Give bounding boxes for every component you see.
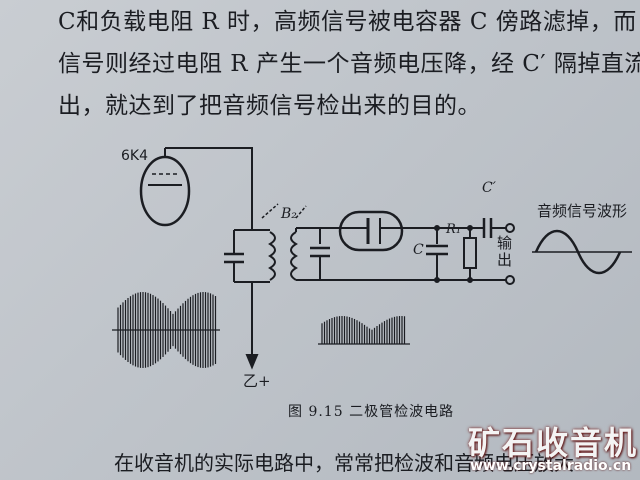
modulated-rf-waveform (112, 292, 220, 368)
watermark-url: www.crystalradio.cn (470, 458, 632, 474)
tube-label: 6K4 (121, 148, 148, 164)
transformer-label: B₂ (281, 206, 297, 222)
output-label-1: 输 (497, 234, 513, 252)
tube-6k4-envelope (139, 155, 191, 227)
capacitor-c-prime-label: C′ (482, 180, 496, 196)
diode-tube-envelope (338, 210, 404, 252)
supply-label: 乙+ (243, 372, 271, 390)
body-text-line-3: 出，就达到了把音频信号检出来的目的。 (58, 93, 481, 119)
resistor-r1-label: R₁ (446, 222, 461, 237)
audio-sine-wave (534, 230, 622, 274)
body-text-bottom: 在收音机的实际电路中，常常把检波和音频电压放大 (114, 451, 574, 475)
capacitor-c-label: C (413, 242, 424, 258)
body-text-line-2: 信号则经过电阻 R 产生一个音频电压降，经 C′ 隔掉直流 (58, 51, 640, 77)
watermark-logo: 矿石收音机 (468, 424, 639, 462)
body-text-line-1: C和负载电阻 R 时，高频信号被电容器 C 傍路滤掉，而 (58, 9, 637, 35)
waveform-label: 音频信号波形 (537, 202, 628, 220)
detected-waveform (318, 316, 410, 345)
output-label-2: 出 (497, 251, 513, 269)
figure-caption: 图 9.15 二极管检波电路 (288, 404, 455, 420)
